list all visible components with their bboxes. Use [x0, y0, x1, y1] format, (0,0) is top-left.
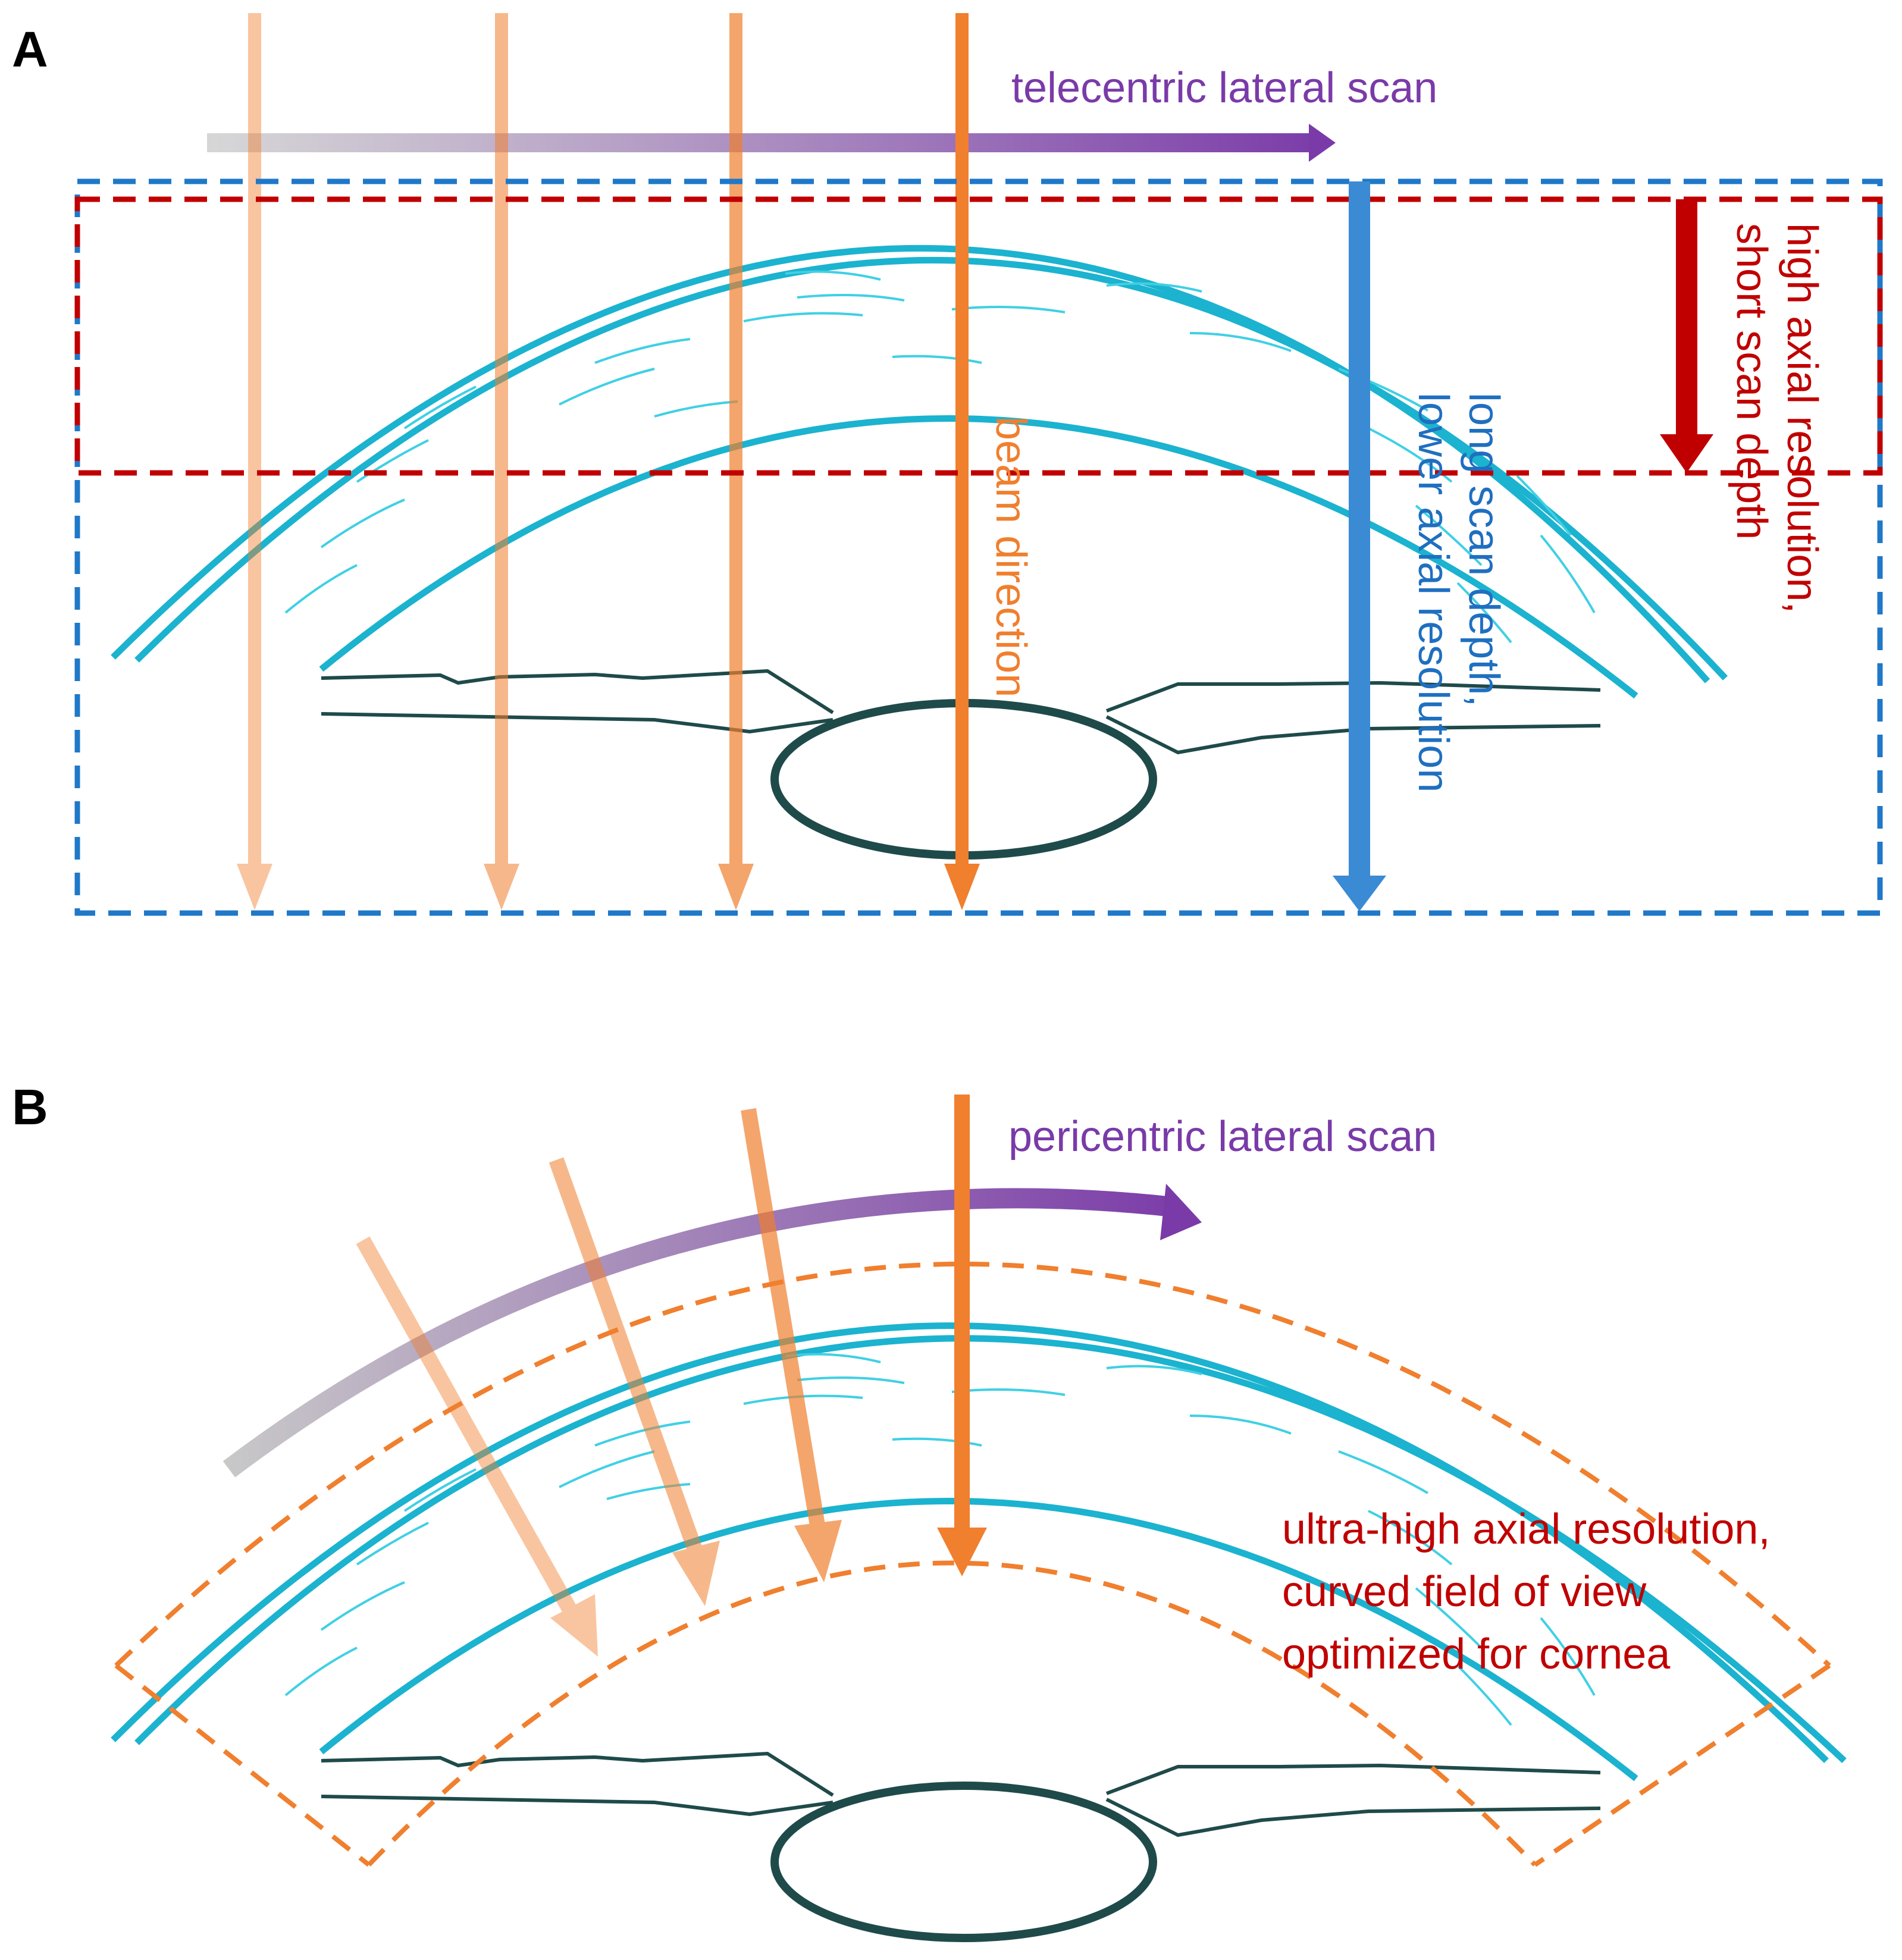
- beam-arrow-a-4: [944, 13, 980, 910]
- panel-label-b: B: [12, 1079, 48, 1135]
- beam-arrow-b-4: [937, 1095, 987, 1576]
- pericentric-scan-label: pericentric lateral scan: [1008, 1113, 1437, 1161]
- beam-arrow-a-2: [484, 13, 519, 910]
- beam-arrow-a-3: [718, 13, 754, 910]
- fov-label: ultra-high axial resolution, curved fiel…: [1282, 1506, 1782, 1678]
- telecentric-scan-label: telecentric lateral scan: [1011, 64, 1437, 112]
- iris-b: [321, 1751, 1601, 1837]
- iris-a: [321, 669, 1601, 755]
- panel-label-a: A: [12, 21, 48, 77]
- beam-arrow-b-1: [356, 1236, 598, 1657]
- fov-label-line-2: curved field of view: [1282, 1568, 1647, 1616]
- corneal-stroma-fibers-b: [284, 1353, 1596, 1726]
- fov-label-line-3: optimized for cornea: [1282, 1630, 1671, 1678]
- beam-arrow-b-3: [741, 1108, 842, 1582]
- scan-arrow-a: [207, 124, 1336, 162]
- high-res-label: high axial resolution, short scan depth: [1728, 223, 1826, 625]
- corneal-stroma-fibers-a: [284, 270, 1596, 644]
- long-depth-label: long scan depth, lower axial resolution: [1409, 393, 1508, 792]
- panel-a: A: [12, 13, 1883, 916]
- long-scan-depth-box: [74, 178, 1883, 916]
- high-res-label-line-2: short scan depth: [1728, 223, 1775, 540]
- long-scan-depth-arrow: [1333, 181, 1386, 911]
- long-depth-label-line-2: lower axial resolution: [1409, 393, 1457, 792]
- fov-label-line-1: ultra-high axial resolution,: [1282, 1506, 1770, 1553]
- panel-b: B: [12, 1079, 1847, 1942]
- lens-b: [770, 1782, 1157, 1942]
- beam-direction-label: beam direction: [987, 416, 1035, 697]
- beam-arrow-b-2: [549, 1157, 720, 1606]
- long-depth-label-line-1: long scan depth,: [1460, 393, 1508, 707]
- curved-field-of-view: [114, 1262, 1831, 1867]
- short-scan-depth-arrow: [1660, 199, 1713, 473]
- high-res-label-line-1: high axial resolution,: [1778, 223, 1826, 613]
- scan-arrow-b: [223, 1184, 1202, 1478]
- short-scan-depth-box: [74, 196, 1883, 476]
- beam-arrow-a-1: [237, 13, 272, 910]
